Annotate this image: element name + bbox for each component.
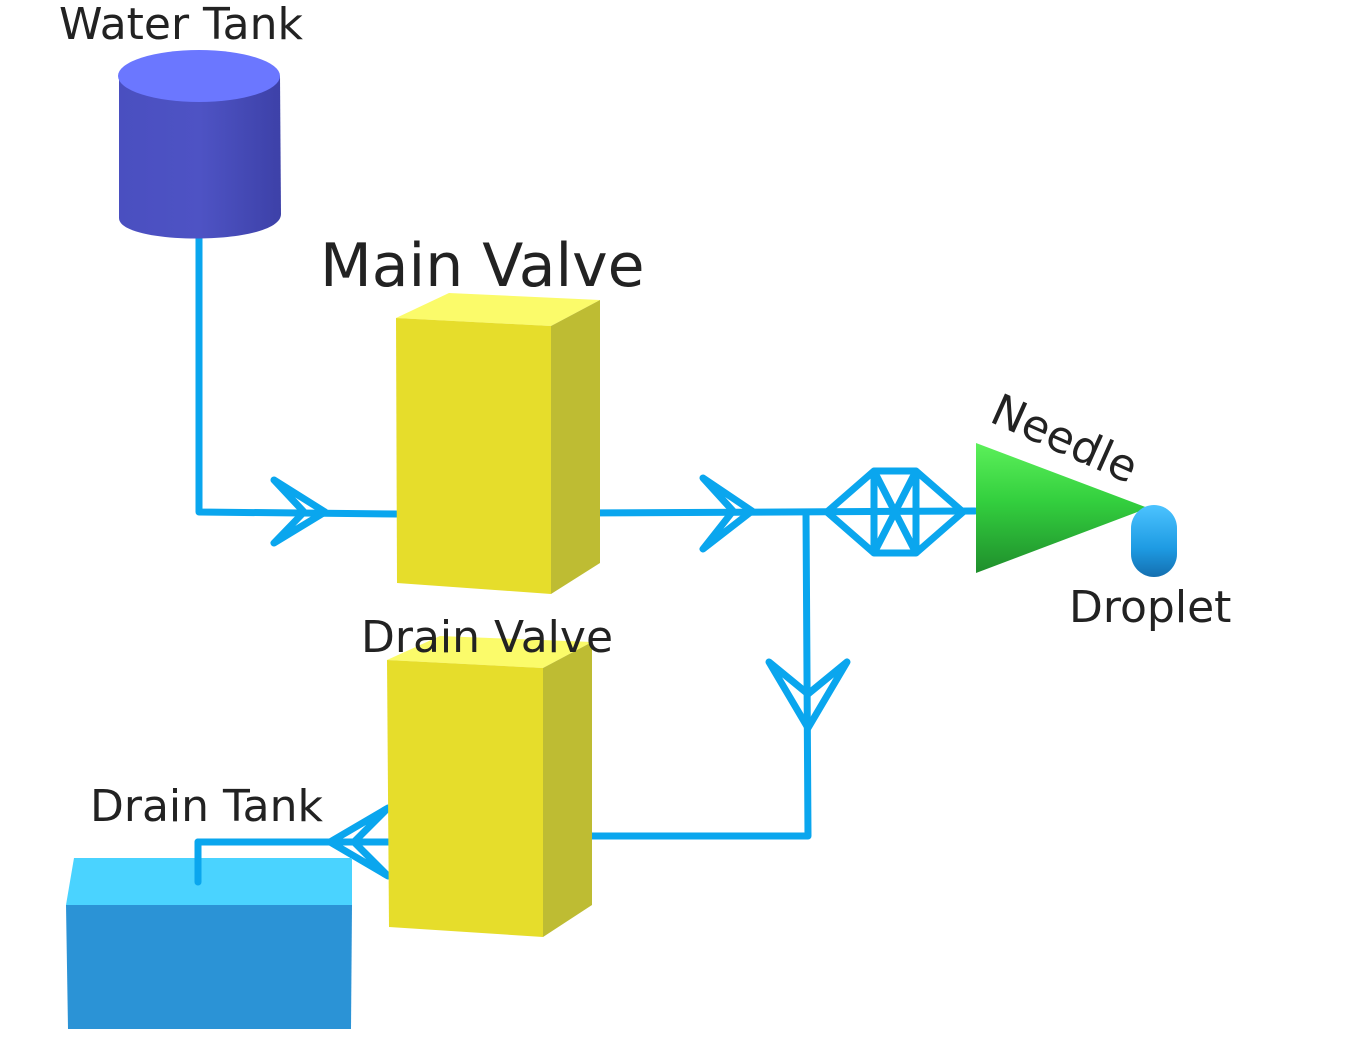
label-drain-tank: Drain Tank [90, 781, 323, 832]
flow-arrow-right-2 [699, 474, 756, 553]
flow-arrow-down [765, 658, 851, 732]
label-water-tank: Water Tank [59, 0, 303, 50]
droplet [1131, 505, 1177, 577]
main-valve [396, 293, 600, 594]
needle-cone [976, 443, 1148, 573]
main-valve-top-face [396, 293, 600, 326]
drain-valve [387, 636, 592, 937]
flow-arrow-right-1 [270, 476, 329, 547]
label-main-valve: Main Valve [320, 231, 645, 301]
pipe-junction-to-drain-valve [568, 509, 812, 840]
water-tank [118, 50, 281, 239]
drain-valve-side-face [543, 642, 592, 937]
drain-tank-front-face [66, 905, 352, 1029]
needle [976, 443, 1148, 573]
water-tank-body [119, 76, 281, 239]
label-drain-valve: Drain Valve [361, 612, 613, 663]
pipe-main-valve-to-needle [573, 507, 979, 517]
drain-tank-top-face [66, 858, 352, 905]
main-valve-front-face [396, 318, 551, 594]
drain-valve-top-face [387, 636, 592, 668]
main-valve-side-face [551, 300, 600, 594]
drain-tank [66, 858, 352, 1029]
flow-arrow-left [326, 804, 392, 880]
pipe-water-tank-to-main-valve [195, 234, 401, 518]
drain-valve-front-face [387, 660, 543, 937]
droplet-capsule [1131, 505, 1177, 577]
flow-arrows [270, 467, 967, 880]
water-tank-top [118, 50, 280, 102]
flow-restrictor-symbol [823, 467, 967, 557]
label-droplet: Droplet [1069, 582, 1231, 633]
